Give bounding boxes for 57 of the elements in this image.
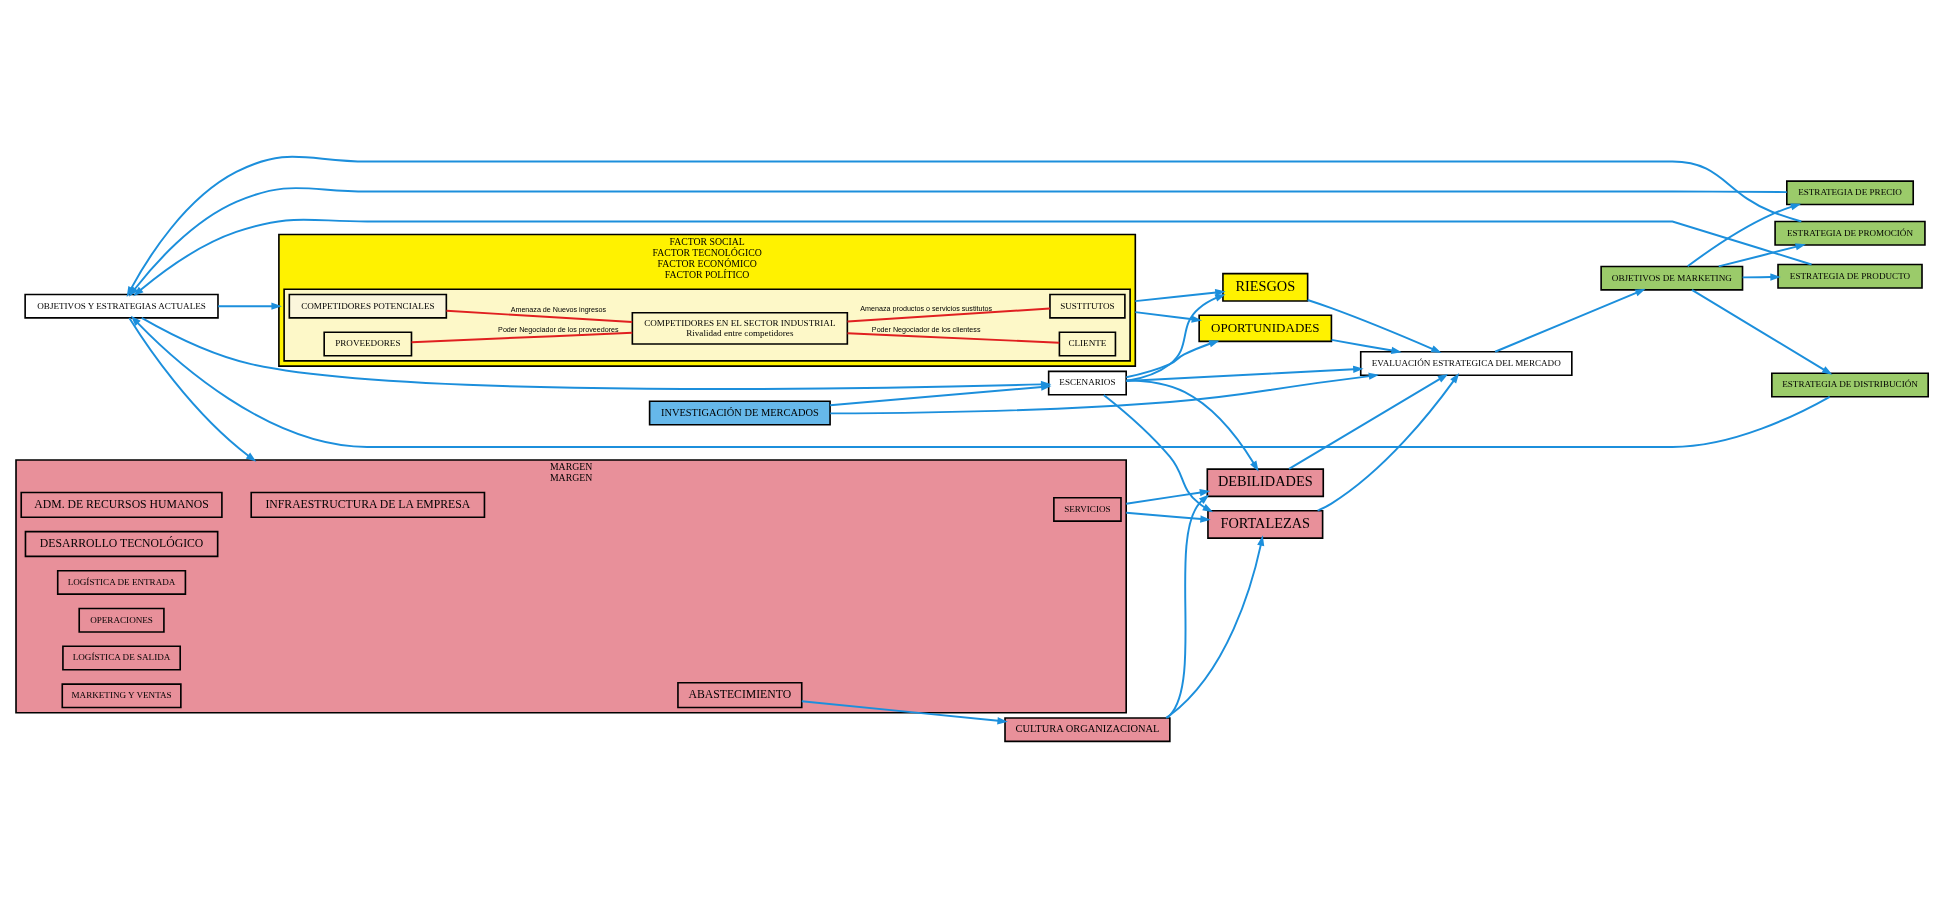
node-box: OBJETIVOS DE MARKETING <box>1600 265 1744 291</box>
node-box: LOGÍSTICA DE ENTRADA <box>56 569 187 595</box>
connector <box>846 331 1061 344</box>
node-box: COMPETIDORES POTENCIALES <box>288 293 448 319</box>
node-box: ADM. DE RECURSOS HUMANOS <box>20 491 223 518</box>
node-box: SUSTITUTOS <box>1049 293 1126 319</box>
arrow <box>1125 511 1211 523</box>
node-box: ESTRATEGIA DE PROMOCIÓN <box>1774 220 1926 246</box>
node-box: FORTALEZAS <box>1207 509 1324 539</box>
connector <box>846 307 1051 322</box>
arrow <box>1316 372 1460 512</box>
arrow <box>1306 298 1442 353</box>
arrow <box>1134 288 1226 302</box>
node-box: ESTRATEGIA DE DISTRIBUCIÓN <box>1771 371 1929 398</box>
node-box: OBJETIVOS Y ESTRATEGIAS ACTUALES <box>24 293 219 319</box>
node-box: COMPETIDORES EN EL SECTOR INDUSTRIAL Rivalidad entre competidores <box>631 311 849 345</box>
node-box: PROVEEDORES <box>323 330 413 356</box>
arrow <box>1102 393 1214 512</box>
arrow <box>1166 494 1210 719</box>
node-box: OPORTUNIDADES <box>1198 314 1333 342</box>
node-box: ESCENARIOS <box>1047 370 1127 396</box>
node-box: EVALUACIÓN ESTRATEGICA DEL MERCADO <box>1359 350 1573 376</box>
arrow <box>1165 534 1265 719</box>
arrow <box>1125 293 1226 382</box>
arrow <box>800 699 1008 724</box>
node-box: ESTRATEGIA DE PRODUCTO <box>1777 263 1923 289</box>
arrow <box>1134 310 1203 323</box>
cluster <box>283 287 1131 362</box>
arrow <box>1125 339 1220 378</box>
arrow <box>1125 365 1364 382</box>
node-box: MARKETING Y VENTAS <box>61 682 182 708</box>
arrow <box>1717 242 1806 267</box>
node-box: DEBILIDADES <box>1206 467 1325 497</box>
arrow <box>1288 373 1449 470</box>
node-box: SERVICIOS <box>1053 496 1122 522</box>
node-box: ABASTECIMIENTO <box>677 681 803 708</box>
node-box: LOGÍSTICA DE SALIDA <box>62 644 181 671</box>
arrow <box>1686 202 1802 267</box>
node-box: CLIENTE <box>1058 330 1117 356</box>
node-box: CULTURA ORGANIZACIONAL <box>1004 716 1171 742</box>
arrow <box>1741 272 1781 281</box>
node-box: INFRAESTRUCTURA DE LA EMPRESA <box>250 491 486 518</box>
arrow <box>1125 488 1211 505</box>
arrow <box>217 302 282 310</box>
arrow <box>1125 378 1259 471</box>
arrow <box>1690 288 1833 375</box>
node-box: INVESTIGACIÓN DE MERCADOS <box>648 400 831 426</box>
node-box: RIESGOS <box>1222 272 1309 302</box>
arrow <box>133 218 1813 296</box>
node-box: OPERACIONES <box>78 607 165 633</box>
connector <box>445 309 634 323</box>
arrow <box>128 316 257 462</box>
node-box: ESTRATEGIA DE PRECIO <box>1786 179 1915 205</box>
arrow <box>1494 288 1646 353</box>
node-box: DESARROLLO TECNOLÓGICO <box>24 530 219 557</box>
connector <box>410 331 634 343</box>
arrow <box>1330 338 1402 354</box>
